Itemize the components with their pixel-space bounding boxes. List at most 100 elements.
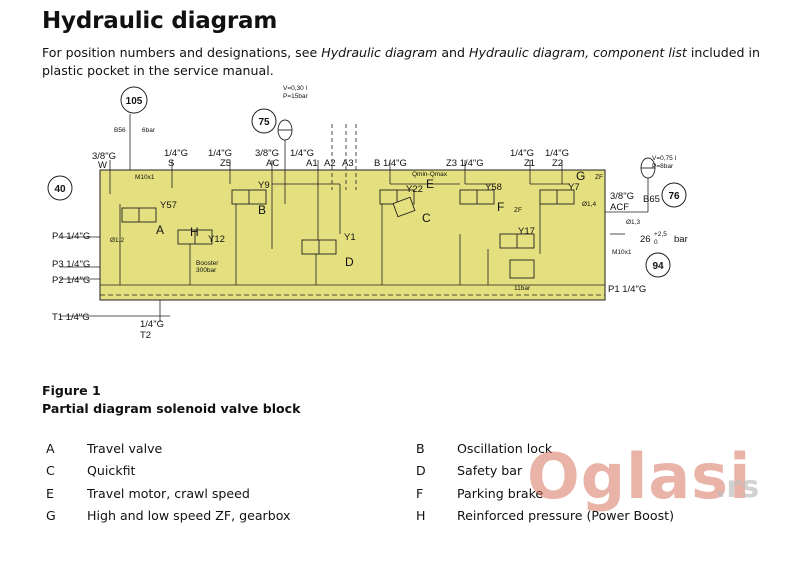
port-ac-size: 3/8"G (255, 148, 279, 159)
port-z5: Z5 (220, 158, 231, 169)
watermark-logo: Oglasi .rs (465, 440, 785, 520)
port-p1: P1 1/4"G (608, 284, 646, 295)
port-p2: P2 1/4"G (52, 275, 90, 286)
accumulator-symbols (277, 119, 656, 179)
component-m10-left: M10x1 (135, 174, 155, 181)
legend-key: E (46, 486, 54, 501)
port-z2-size: 1/4"G (545, 148, 569, 159)
circle-75-text: 75 (258, 117, 270, 128)
component-qmin-qmax: Qmin-Qmax (412, 171, 448, 178)
valve-label-y17: Y17 (518, 226, 535, 237)
legend-key: H (416, 508, 426, 523)
port-b: B 1/4"G (374, 158, 407, 169)
legend-text: Oscillation lock (457, 441, 553, 456)
figure-caption: Figure 1 Partial diagram solenoid valve … (42, 382, 301, 418)
intro-emphasis-2: Hydraulic diagram, component list (469, 45, 687, 60)
component-booster: Booster (196, 260, 219, 267)
component-orifice-1: Ø1,2 (110, 237, 124, 244)
legend-text: Parking brake (457, 486, 544, 501)
valve-label-y58: Y58 (485, 182, 502, 193)
intro-paragraph: For position numbers and designations, s… (42, 44, 802, 80)
component-b65-tolerance: +2,5 (654, 231, 667, 238)
component-b65-value: 26 (640, 234, 651, 245)
port-t2: T2 (140, 330, 151, 341)
component-b56: B56 (114, 127, 126, 134)
legend-key: G (46, 508, 56, 523)
watermark-suffix: .rs (715, 470, 760, 505)
intro-emphasis-1: Hydraulic diagram (321, 45, 438, 60)
port-w: W (98, 160, 107, 171)
component-m10-right: M10x1 (612, 249, 632, 256)
accumulator-2-pressure: P=8bar (652, 163, 674, 170)
port-z5-size: 1/4"G (208, 148, 232, 159)
component-b65-tolerance-lower: 0 (654, 239, 658, 246)
letter-g: G (576, 169, 585, 183)
legend-key: C (46, 463, 55, 478)
port-acf: ACF (610, 202, 629, 213)
component-zf-2: ZF (595, 174, 603, 181)
port-z3: Z3 1/4"G (446, 158, 484, 169)
circle-105-text: 105 (126, 96, 143, 107)
position-circle-94 (645, 252, 671, 278)
port-a2: A2 (324, 158, 336, 169)
intro-text-1: For position numbers and designations, s… (42, 45, 322, 60)
port-z2: Z2 (552, 158, 563, 169)
port-acf-size: 3/8"G (610, 191, 634, 202)
port-z1-size: 1/4"G (510, 148, 534, 159)
port-s: S (168, 158, 174, 169)
valve-label-y1: Y1 (344, 232, 356, 243)
port-ac: AC (266, 158, 279, 169)
letter-f: F (497, 200, 504, 214)
hydraulic-diagram: 105 75 40 76 94 3/8"G W 1/4"G S 1/4"G Z5… (47, 85, 688, 341)
position-circle-105 (120, 86, 148, 114)
circle-40-text: 40 (54, 184, 66, 195)
legend-key: B (416, 441, 425, 456)
legend-text: Quickfit (87, 463, 136, 478)
component-b65-unit: bar (674, 234, 688, 245)
component-booster-pressure: 300bar (196, 267, 217, 274)
component-11bar: 11bar (514, 285, 531, 292)
legend-text: High and low speed ZF, gearbox (87, 508, 291, 523)
letter-c: C (422, 211, 431, 225)
accumulator-1-pressure: P=15bar (283, 93, 309, 100)
legend-key: F (416, 486, 424, 501)
port-t1: T1 1/4"G (52, 312, 90, 323)
port-z1: Z1 (524, 158, 535, 169)
valve-label-y57: Y57 (160, 200, 177, 211)
circle-94-text: 94 (652, 261, 664, 272)
legend-key: D (416, 463, 426, 478)
component-zf-1: ZF (514, 207, 522, 214)
position-circle-75 (251, 108, 277, 134)
port-w-size: 3/8"G (92, 151, 116, 162)
legend-key: A (46, 441, 55, 456)
port-p3: P3 1/4"G (52, 259, 90, 270)
intro-text-2: and (437, 45, 470, 60)
watermark-text: Oglasi (527, 440, 752, 513)
letter-d: D (345, 255, 354, 269)
component-orifice-2: Ø1,4 (582, 201, 596, 208)
valve-label-y12: Y12 (208, 234, 225, 245)
port-a1: A1 (306, 158, 318, 169)
legend-text: Reinforced pressure (Power Boost) (457, 508, 674, 523)
legend-text: Travel motor, crawl speed (87, 486, 250, 501)
intro-text-3: included in plastic pocket in the servic… (42, 45, 760, 78)
port-a3: A3 (342, 158, 354, 169)
letter-b: B (258, 203, 266, 217)
port-s-size: 1/4"G (164, 148, 188, 159)
page-title: Hydraulic diagram (42, 8, 278, 34)
port-a1-size: 1/4"G (290, 148, 314, 159)
circle-76-text: 76 (668, 191, 680, 202)
component-orifice-3: Ø1,3 (626, 219, 640, 226)
valve-label-y9: Y9 (258, 180, 270, 191)
accumulator-2-volume: V=0,75 l (652, 155, 677, 162)
letter-a: A (156, 223, 164, 237)
legend-text: Travel valve (87, 441, 163, 456)
figure-subtitle: Partial diagram solenoid valve block (42, 401, 301, 416)
valve-label-y7: Y7 (568, 182, 580, 193)
letter-h: H (190, 225, 199, 239)
port-p4: P4 1/4"G (52, 231, 90, 242)
position-circle-40 (47, 175, 73, 201)
accumulator-1-volume: V=0,30 l (283, 85, 308, 92)
valve-symbols (121, 189, 575, 279)
component-b65: B65 (643, 194, 660, 205)
